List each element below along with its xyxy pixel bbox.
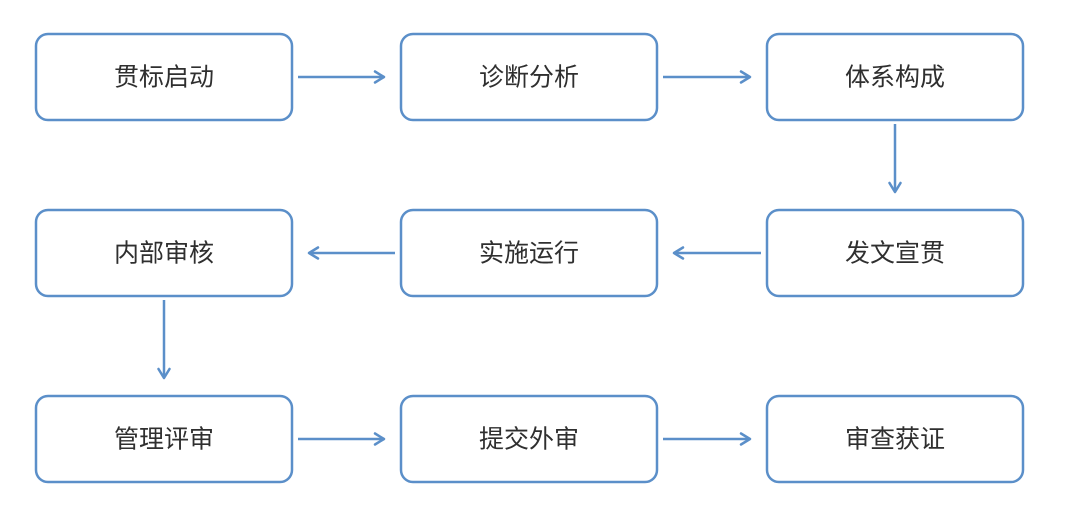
step-box bbox=[765, 32, 1025, 122]
step-label: 体系构成 bbox=[845, 63, 945, 92]
step-node: 管理评审 bbox=[34, 394, 294, 484]
step-box bbox=[765, 394, 1025, 484]
step-node: 审查获证 bbox=[765, 394, 1025, 484]
step-label: 审查获证 bbox=[845, 425, 945, 454]
step-node: 提交外审 bbox=[399, 394, 659, 484]
step-box bbox=[34, 32, 294, 122]
step-node: 发文宣贯 bbox=[765, 208, 1025, 298]
step-label: 提交外审 bbox=[479, 425, 579, 454]
step-node: 体系构成 bbox=[765, 32, 1025, 122]
step-label: 内部审核 bbox=[114, 239, 214, 268]
step-box bbox=[399, 32, 659, 122]
connector-arrows bbox=[157, 70, 902, 446]
step-label: 贯标启动 bbox=[114, 63, 214, 92]
step-node: 实施运行 bbox=[399, 208, 659, 298]
step-node: 贯标启动 bbox=[34, 32, 294, 122]
step-label: 管理评审 bbox=[114, 425, 214, 454]
step-box bbox=[765, 208, 1025, 298]
step-box bbox=[34, 208, 294, 298]
step-node: 诊断分析 bbox=[399, 32, 659, 122]
step-node: 内部审核 bbox=[34, 208, 294, 298]
step-box bbox=[34, 394, 294, 484]
step-label: 发文宣贯 bbox=[845, 239, 945, 268]
step-box bbox=[399, 394, 659, 484]
step-label: 实施运行 bbox=[479, 239, 579, 268]
step-label: 诊断分析 bbox=[479, 63, 579, 92]
step-box bbox=[399, 208, 659, 298]
